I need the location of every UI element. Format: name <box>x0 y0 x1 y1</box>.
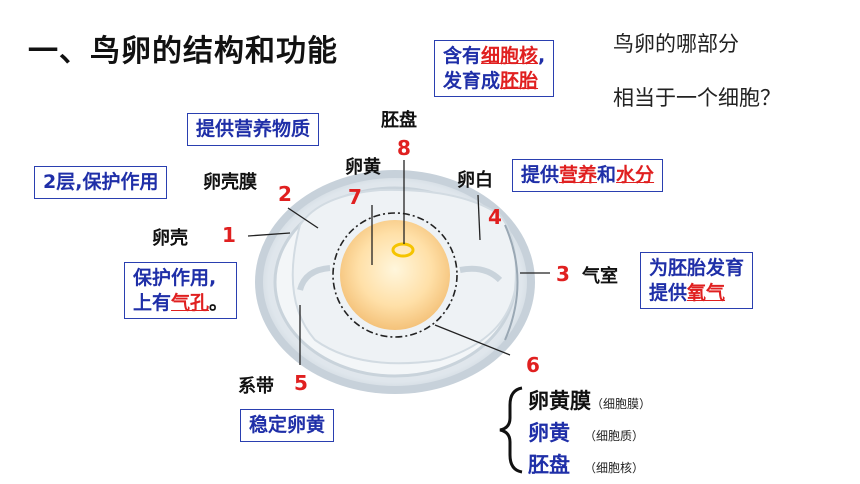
number-yolk-membrane: 6 <box>526 353 540 377</box>
shell-membrane-function-box: 2层,保护作用 <box>34 166 168 199</box>
air-cell-function-box: 为胚胎发育 提供氧气 <box>640 252 754 310</box>
air-cell <box>504 224 519 341</box>
question-line-2: 相当于一个细胞？ <box>613 86 781 110</box>
chalaza <box>297 265 503 291</box>
number-shell: 1 <box>222 223 236 247</box>
chalaza-function-box: 稳定卵黄 <box>240 409 335 442</box>
label-yolk: 卵黄 <box>345 157 381 178</box>
blastodisc <box>391 242 415 258</box>
legend-item-yolk-membrane: 卵黄膜（细胞膜） <box>528 389 652 413</box>
legend-brace <box>499 386 523 474</box>
number-blastodisc: 8 <box>397 136 411 160</box>
label-blastodisc: 胚盘 <box>381 110 417 131</box>
number-yolk: 7 <box>348 185 362 209</box>
yolk-membrane <box>332 212 458 338</box>
blastodisc-function-box: 含有细胞核, 发育成胚胎 <box>434 40 555 98</box>
yolk-function-box: 提供营养物质 <box>187 113 320 146</box>
shell-function-box: 保护作用, 上有气孔。 <box>124 262 238 320</box>
albumen-function-box: 提供营养和水分 <box>512 159 664 192</box>
label-shell-membrane: 卵壳膜 <box>203 172 257 193</box>
number-albumen: 4 <box>488 205 502 229</box>
label-albumen: 卵白 <box>457 170 493 191</box>
number-shell-membrane: 2 <box>278 182 292 206</box>
label-chalaza: 系带 <box>238 376 274 397</box>
number-chalaza: 5 <box>294 371 308 395</box>
legend-item-blastodisc: 胚盘（细胞核） <box>528 453 645 477</box>
page-title: 一、鸟卵的结构和功能 <box>28 34 338 69</box>
yolk <box>340 220 450 330</box>
legend-item-yolk: 卵黄（细胞质） <box>528 421 645 445</box>
question-line-1: 鸟卵的哪部分 <box>613 32 739 56</box>
label-shell: 卵壳 <box>152 228 188 249</box>
number-air-cell: 3 <box>556 262 570 286</box>
label-air-cell: 气室 <box>582 266 618 287</box>
pointer-lines <box>247 160 550 365</box>
